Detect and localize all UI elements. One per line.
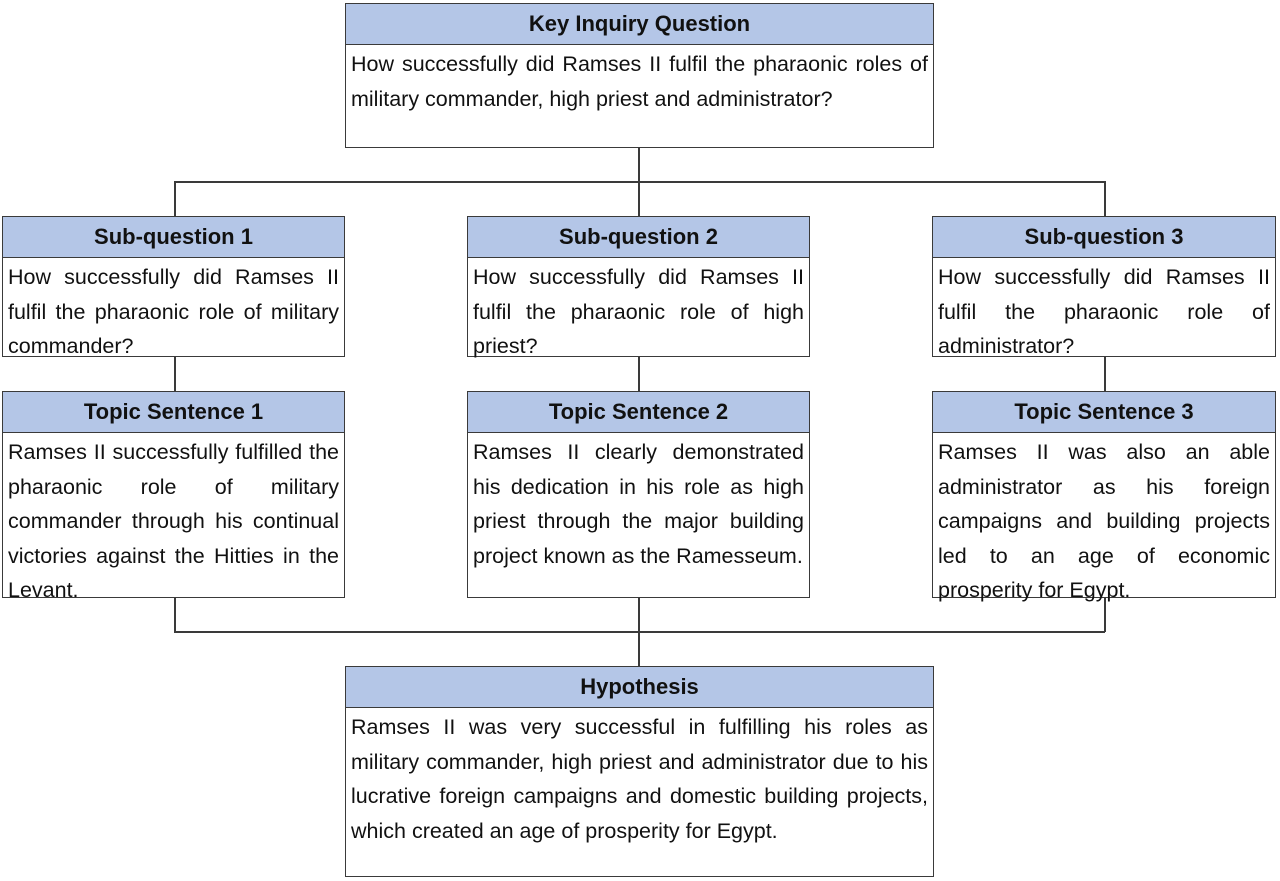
connector-sub1-topic1 — [174, 356, 176, 391]
connector-topic3-down — [1104, 597, 1106, 632]
connector-top-horizontal — [174, 181, 1105, 183]
connector-sub2-topic2 — [638, 356, 640, 391]
hypothesis-text: Ramses II was very successful in fulfill… — [351, 715, 928, 843]
connector-sub3-topic3 — [1104, 356, 1106, 391]
sub-question-1-heading: Sub-question 1 — [3, 217, 344, 258]
topic-sentence-1-text: Ramses II successfully fulfilled the pha… — [8, 440, 339, 602]
topic-sentence-3-box: Topic Sentence 3 Ramses II was also an a… — [932, 391, 1276, 602]
key-inquiry-heading: Key Inquiry Question — [346, 4, 933, 45]
connector-bottom-horizontal — [174, 631, 1105, 633]
topic-sentence-3-heading: Topic Sentence 3 — [933, 392, 1275, 433]
sub-question-1-box: Sub-question 1 How successfully did Rams… — [2, 216, 345, 358]
sub-question-1-text: How successfully did Ramses II fulfil th… — [8, 265, 339, 358]
key-inquiry-box: Key Inquiry Question How successfully di… — [345, 3, 934, 148]
topic-sentence-1-box: Topic Sentence 1 Ramses II successfully … — [2, 391, 345, 602]
sub-question-3-text: How successfully did Ramses II fulfil th… — [938, 265, 1270, 358]
sub-question-3-box: Sub-question 3 How successfully did Rams… — [932, 216, 1276, 358]
sub-question-2-text: How successfully did Ramses II fulfil th… — [473, 265, 804, 358]
sub-question-2-heading: Sub-question 2 — [468, 217, 809, 258]
connector-key-down — [638, 147, 640, 182]
topic-sentence-3-text: Ramses II was also an able administrator… — [938, 440, 1270, 602]
connector-sub1-up — [174, 181, 176, 216]
sub-question-3-heading: Sub-question 3 — [933, 217, 1275, 258]
hypothesis-box: Hypothesis Ramses II was very successful… — [345, 666, 934, 877]
topic-sentence-1-heading: Topic Sentence 1 — [3, 392, 344, 433]
connector-topic1-down — [174, 597, 176, 632]
topic-sentence-2-heading: Topic Sentence 2 — [468, 392, 809, 433]
hypothesis-heading: Hypothesis — [346, 667, 933, 708]
key-inquiry-text: How successfully did Ramses II fulfil th… — [351, 52, 928, 111]
topic-sentence-2-box: Topic Sentence 2 Ramses II clearly demon… — [467, 391, 810, 598]
sub-question-2-box: Sub-question 2 How successfully did Rams… — [467, 216, 810, 358]
topic-sentence-2-text: Ramses II clearly demonstrated his dedic… — [473, 440, 804, 568]
connector-sub3-up — [1104, 181, 1106, 216]
connector-sub2-up — [638, 181, 640, 216]
